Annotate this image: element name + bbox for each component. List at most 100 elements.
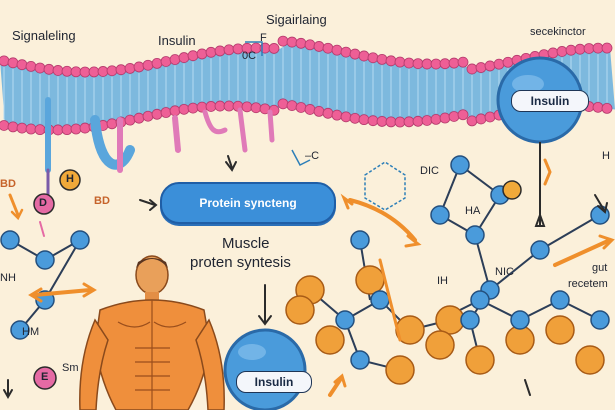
lipid-head xyxy=(106,118,118,130)
lipid-head xyxy=(133,61,145,73)
lipid-head xyxy=(187,102,199,114)
label-insulin-top: Insulin xyxy=(158,33,196,48)
blue-atom xyxy=(470,290,490,310)
lipid-head xyxy=(16,122,28,134)
lipid-head xyxy=(601,102,613,114)
lipid-head xyxy=(241,101,253,113)
lipid-head xyxy=(205,101,217,112)
label-0c: 0C xyxy=(242,50,257,62)
blue-atom xyxy=(335,310,355,330)
lipid-head xyxy=(115,64,127,76)
lipid-head xyxy=(25,123,37,135)
lipid-head xyxy=(574,43,586,55)
blue-atom xyxy=(35,250,55,270)
lipid-head xyxy=(214,100,226,112)
letter-atoms xyxy=(33,169,522,390)
lipid-head xyxy=(547,47,559,59)
blue-atom xyxy=(460,310,480,330)
lipid-head xyxy=(340,111,352,123)
lipid-head xyxy=(0,120,10,131)
blue-atom xyxy=(370,290,390,310)
lipid-head xyxy=(214,45,226,57)
blue-atom xyxy=(510,310,530,330)
blue-atom xyxy=(450,155,470,175)
lipid-head xyxy=(52,124,64,136)
lipid-head xyxy=(376,53,388,65)
lipid-head xyxy=(70,66,82,78)
lipid-head xyxy=(187,50,199,62)
lipid-head xyxy=(367,52,379,64)
label-e-circle: E xyxy=(41,371,49,383)
orange-atom xyxy=(465,345,495,375)
lipid-head xyxy=(70,123,82,135)
lipid-head xyxy=(466,115,478,127)
lipid-head xyxy=(385,55,397,67)
lipid-head xyxy=(349,112,361,124)
label-c: –C xyxy=(305,150,320,162)
lipid-head xyxy=(151,57,163,69)
orange-atom xyxy=(505,325,535,355)
lipid-head xyxy=(277,35,289,47)
lipid-head xyxy=(439,58,451,70)
lipid-head xyxy=(331,109,343,121)
lipid-head xyxy=(61,124,73,136)
label-f: F xyxy=(260,32,267,44)
lipid-head xyxy=(358,114,370,126)
label-hm: HM xyxy=(22,326,40,338)
lipid-head xyxy=(295,102,307,113)
blue-atom xyxy=(350,350,370,370)
lipid-head xyxy=(475,62,487,73)
orange-atom xyxy=(385,355,415,385)
lipid-head xyxy=(160,56,172,67)
label-bd: BD xyxy=(94,195,110,207)
lipid-head xyxy=(403,57,415,69)
lipid-head xyxy=(394,56,406,68)
lipid-head xyxy=(403,116,415,128)
lipid-head xyxy=(556,46,568,57)
lipid-head xyxy=(313,105,325,117)
lipid-head xyxy=(151,108,163,120)
receptor-channels xyxy=(45,97,275,197)
lipid-head xyxy=(178,103,190,115)
lipid-head xyxy=(196,48,208,60)
lipid-head xyxy=(124,114,136,126)
orange-atom xyxy=(285,295,315,325)
lipid-head xyxy=(583,43,595,54)
label-protein-synthesis: proten syntesis xyxy=(190,254,291,271)
lipid-head xyxy=(169,105,181,117)
lipid-head xyxy=(322,42,334,54)
lipid-head xyxy=(448,57,460,69)
lipid-head xyxy=(142,59,154,71)
orange-atom xyxy=(315,325,345,355)
lipid-head xyxy=(25,61,37,72)
lipid-head xyxy=(385,116,397,128)
lipid-head xyxy=(97,66,109,77)
lipid-head xyxy=(0,55,10,67)
lipid-head xyxy=(133,112,145,124)
orange-atom xyxy=(575,345,605,375)
label-secekinctor: secekinctor xyxy=(530,26,586,38)
orange-atom xyxy=(355,265,385,295)
lipid-head xyxy=(601,42,613,54)
blue-atom xyxy=(0,230,20,250)
lipid-head xyxy=(466,63,478,75)
insulin-sphere-bottom xyxy=(223,328,307,410)
lipid-head xyxy=(412,115,424,127)
lipid-head xyxy=(304,39,316,51)
blue-atom xyxy=(465,225,485,245)
lipid-head xyxy=(124,63,136,74)
protein-synthesis-pill: Protein syncteng xyxy=(160,182,336,224)
lipid-head xyxy=(340,46,352,58)
label-dic: DIC xyxy=(420,165,439,177)
label-ha: HA xyxy=(465,205,481,217)
lipid-head xyxy=(7,121,19,133)
label-sm: Sm xyxy=(62,362,79,374)
lipid-head xyxy=(178,52,190,63)
structure-sketch xyxy=(245,41,406,211)
label-h-right: H xyxy=(602,150,610,162)
blue-atom xyxy=(550,290,570,310)
lipid-head xyxy=(286,100,298,112)
lipid-head xyxy=(277,98,289,110)
lipid-head xyxy=(439,112,451,124)
blue-atom xyxy=(10,320,30,340)
